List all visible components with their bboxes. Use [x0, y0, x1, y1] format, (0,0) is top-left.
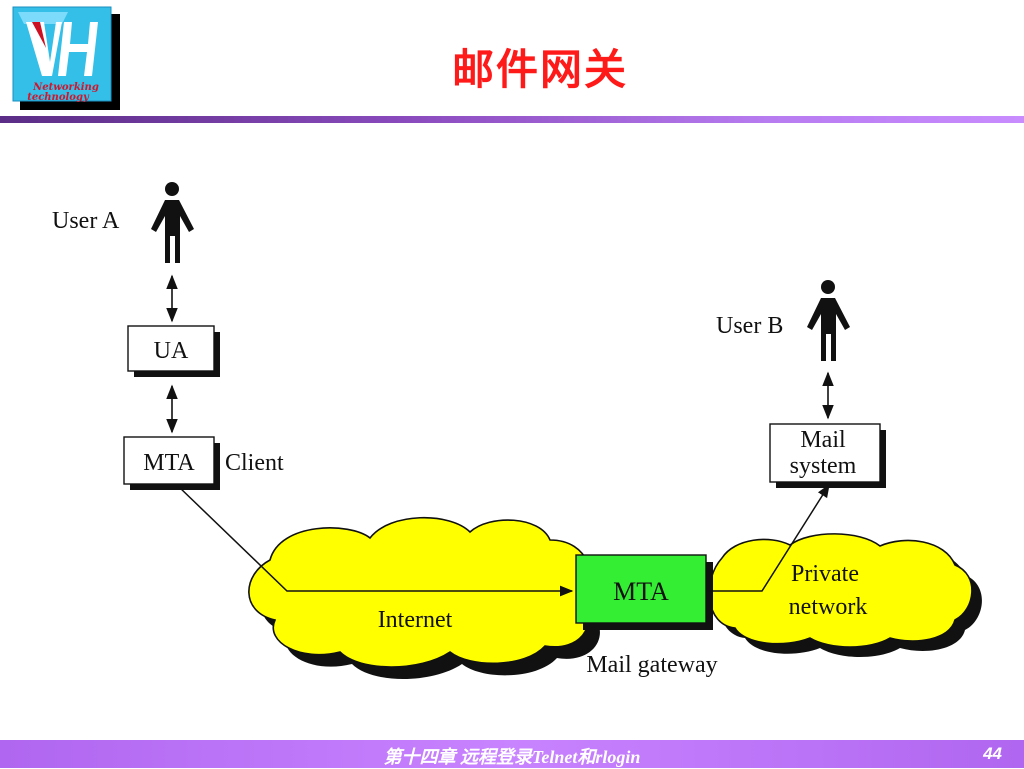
mta-gateway-box: MTA [575, 554, 713, 630]
title-divider [0, 116, 1024, 123]
footer-bar: 第十四章 远程登录Telnet和rlogin 44 [0, 740, 1024, 768]
internet-cloud [248, 516, 602, 679]
user-a-label: User A [52, 208, 120, 234]
mta-gateway-label: MTA [613, 577, 669, 606]
logo-line2: technology [27, 92, 90, 103]
private-network-line1: Private [791, 561, 859, 587]
mail-gateway-label: Mail gateway [586, 652, 717, 678]
private-network-cloud [708, 533, 982, 657]
logo-graphic: Networking technology [12, 6, 120, 110]
footer-chapter: 第十四章 远程登录Telnet和rlogin [383, 747, 641, 767]
page-number: 44 [983, 744, 1002, 763]
mail-system-box: Mail system [769, 423, 886, 488]
gateway-mailsystem-route [706, 483, 830, 592]
internet-label: Internet [378, 607, 453, 633]
client-gateway-route [177, 485, 574, 597]
user-b-icon [807, 280, 850, 361]
logo: Networking technology [10, 4, 122, 112]
mta-client-box: MTA [123, 436, 220, 490]
mail-gateway-diagram: User A UA MTA Client Internet Priv [52, 182, 982, 679]
mta-client-label: MTA [143, 450, 195, 476]
ua-label: UA [154, 338, 189, 364]
private-network-line2: network [789, 594, 868, 620]
mail-system-line1: Mail [800, 427, 846, 453]
mail-system-line2: system [790, 453, 857, 479]
user-b-label: User B [716, 313, 783, 339]
page-title: 邮件网关 [451, 45, 628, 94]
user-a-icon [151, 182, 194, 263]
ua-box: UA [127, 325, 220, 377]
client-label: Client [225, 450, 284, 476]
logo-line1: Networking [32, 82, 99, 93]
